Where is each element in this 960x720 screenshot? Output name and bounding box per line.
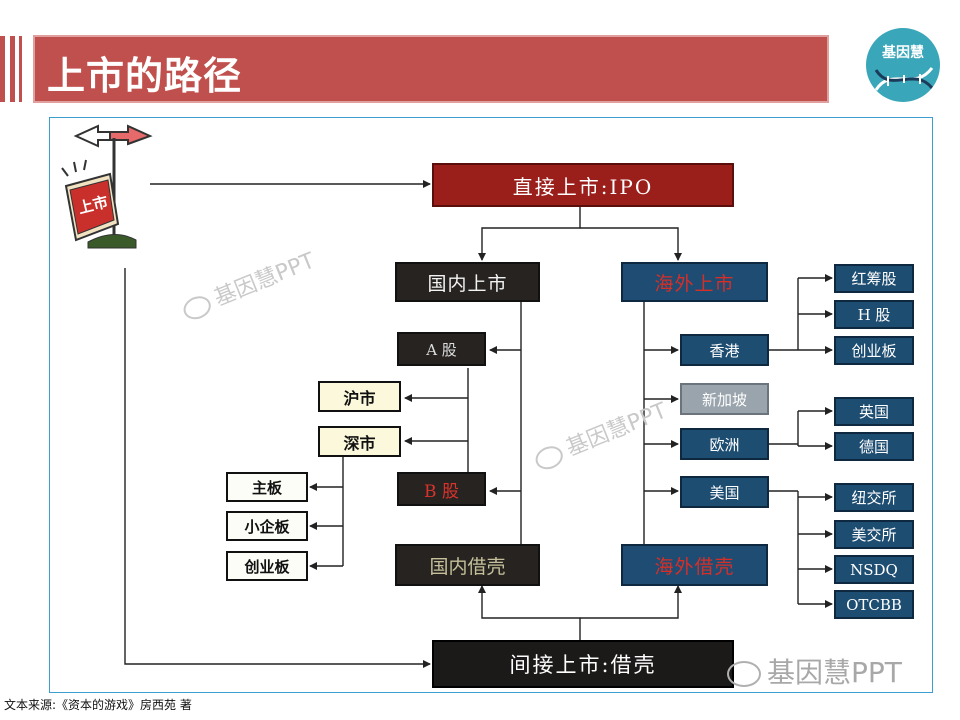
connector-lines <box>124 180 833 668</box>
h-share-node: H 股 <box>834 300 914 329</box>
shanghai-node: 沪市 <box>318 381 401 412</box>
europe-node: 欧洲 <box>680 428 769 460</box>
a-share-node: A 股 <box>397 332 486 366</box>
title-bar: 上市的路径 <box>33 35 829 103</box>
slide-title: 上市的路径 <box>47 54 243 98</box>
dna-icon <box>874 67 934 91</box>
logo-text: 基因慧 <box>882 45 924 61</box>
overseas-shell-node: 海外借壳 <box>621 544 768 586</box>
wechat-icon <box>727 661 761 687</box>
indirect-listing-node: 间接上市:借壳 <box>432 640 734 688</box>
overseas-listing-node: 海外上市 <box>621 262 768 302</box>
sme-board-node: 小企板 <box>226 511 308 541</box>
usa-node: 美国 <box>680 476 769 508</box>
b-share-node: B 股 <box>397 472 486 506</box>
listing-sign-illustration: 上市 <box>58 124 158 258</box>
nyse-node: 纽交所 <box>834 483 914 512</box>
otcbb-node: OTCBB <box>834 590 914 619</box>
split-arrow-sign-icon <box>61 124 153 249</box>
brand-logo: 基因慧 <box>866 28 940 102</box>
source-note: 文本来源:《资本的游戏》房西苑 著 <box>4 698 192 712</box>
singapore-node: 新加坡 <box>680 383 769 415</box>
nasdaq-node: NSDQ <box>834 555 914 584</box>
germany-node: 德国 <box>834 432 914 461</box>
ipo-node: 直接上市:IPO <box>432 163 734 207</box>
domestic-listing-node: 国内上市 <box>395 262 540 302</box>
domestic-shell-node: 国内借壳 <box>395 544 540 586</box>
uk-node: 英国 <box>834 397 914 426</box>
listing-path-diagram: 直接上市:IPO 国内上市 海外上市 A 股 B 股 沪市 深市 主板 小企板 … <box>49 117 933 693</box>
shenzhen-node: 深市 <box>318 426 401 457</box>
gem-board-node: 创业板 <box>226 551 308 581</box>
hong-kong-node: 香港 <box>680 334 769 366</box>
amex-node: 美交所 <box>834 520 914 549</box>
hk-gem-node: 创业板 <box>834 336 914 365</box>
bottom-watermark: 基因慧PPT <box>727 651 902 691</box>
red-chip-node: 红筹股 <box>834 264 914 293</box>
main-board-node: 主板 <box>226 472 308 502</box>
